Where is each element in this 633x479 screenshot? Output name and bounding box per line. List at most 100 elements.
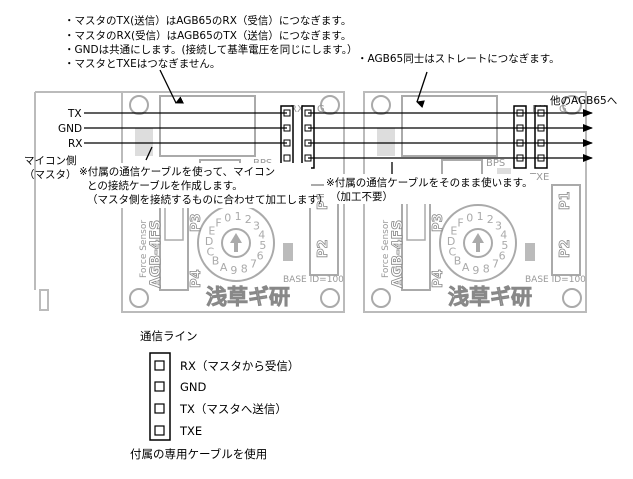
signal-label-rx: RX — [68, 138, 83, 150]
mount-hole — [320, 288, 340, 308]
cable-note-2: （加工不要） — [330, 191, 393, 203]
rotary-switch — [439, 204, 517, 282]
dial-digit: 2 — [487, 213, 494, 226]
port-p2: P2 — [316, 239, 331, 258]
pin-label-bps: BPS — [486, 158, 505, 169]
note-line: ・マスタとTXEはつなぎません。 — [64, 57, 220, 70]
pin-label-txe: TXE — [529, 172, 549, 183]
legend-pin — [154, 381, 165, 392]
dial-digit: C — [448, 245, 456, 258]
cable-note-1-bg — [77, 163, 311, 208]
port-p1: P1 — [558, 191, 573, 210]
dial-digit: 8 — [483, 263, 490, 276]
callout-arrow-right — [416, 71, 428, 109]
port-p3: P3 — [189, 213, 204, 232]
pad — [283, 243, 293, 261]
module-outline — [159, 95, 256, 157]
pin-label-g: G — [559, 104, 567, 115]
mount-hole — [562, 95, 582, 115]
legend-item-gnd: GND — [180, 380, 207, 394]
dial-digit: 2 — [245, 213, 252, 226]
pad — [525, 243, 535, 261]
dial-digit: 1 — [477, 210, 484, 223]
dial-digit: 6 — [257, 249, 264, 262]
dial-digit: 3 — [253, 220, 260, 233]
cable-note-1: との接続ケーブルを作成します。 — [87, 179, 243, 192]
dial-digit: A — [220, 261, 228, 274]
dial-digit: E — [450, 225, 457, 238]
legend-footer: 付属の専用ケーブルを使用 — [130, 447, 267, 461]
dial-digit: 4 — [258, 229, 265, 242]
header-board2-a — [513, 105, 527, 169]
dial-digit: 7 — [250, 258, 257, 271]
pad — [377, 128, 395, 156]
note-top-right: ・AGB65同士はストレートにつなぎます。 — [357, 52, 560, 65]
dial-digit: 7 — [492, 258, 499, 271]
sensor-model: AGB-4FS — [390, 220, 406, 288]
connector-headers — [280, 105, 548, 169]
legend-title: 通信ライン — [140, 329, 198, 343]
dial-digit: B — [212, 255, 220, 268]
callout-arrows — [145, 69, 428, 176]
legend-pin — [154, 425, 165, 436]
mount-hole — [371, 95, 391, 115]
dial-digit: A — [462, 261, 470, 274]
sensor-model: AGB-4FS — [148, 220, 164, 288]
legend-item-tx: TX（マスタへ送信） — [179, 402, 287, 416]
next-agb-label: 他のAGB65へ — [550, 94, 617, 107]
base-id-label: BASE ID=100 — [525, 275, 586, 285]
port-p2: P2 — [558, 239, 573, 258]
dial-digit: 1 — [235, 210, 242, 223]
module-outline — [401, 95, 498, 157]
dial-digit: 3 — [495, 220, 502, 233]
mount-hole — [320, 95, 340, 115]
legend-pin — [154, 403, 165, 414]
notes-top-left: ・マスタのTX(送信）はAGB65のRX（受信）につなぎます。 ・マスタのRX(… — [64, 14, 358, 70]
signal-label-gnd: GND — [58, 123, 82, 135]
dial-digit: 9 — [472, 264, 479, 277]
dial-digit: D — [447, 235, 455, 248]
dial-digit: 6 — [499, 249, 506, 262]
dial-digit: 5 — [501, 239, 508, 252]
connector-p1-p2 — [551, 184, 581, 276]
arrow-up-icon — [230, 233, 242, 252]
dial-digit: D — [205, 235, 213, 248]
rotary-switch-knob — [463, 228, 493, 258]
port-p4: P4 — [189, 269, 204, 288]
dial-digit: 4 — [500, 229, 507, 242]
note-line: ・マスタのTX(送信）はAGB65のRX（受信）につなぎます。 — [64, 14, 351, 27]
legend-header — [149, 352, 171, 441]
callout-line-cable1 — [145, 146, 153, 161]
master-side-label: マイコン側 — [24, 154, 77, 167]
signal-label-tx: TX — [67, 108, 82, 120]
note-line: ・GNDは共通にします。(接続して基準電圧を同じにします。） — [64, 43, 358, 56]
dial-digit: F — [457, 217, 463, 230]
cable-note-1: ※付属の通信ケーブルを使って、マイコン — [79, 165, 275, 178]
dial-digit: 0 — [466, 211, 473, 224]
board-logo: 浅草ギ研 — [448, 285, 532, 309]
dial-digit: B — [454, 255, 462, 268]
dial-digit: 0 — [224, 211, 231, 224]
mount-hole — [562, 288, 582, 308]
cable-note-2-bg — [324, 174, 534, 204]
legend-pin — [154, 360, 165, 371]
pin-label-rx: RX — [290, 104, 304, 115]
legend-item-txe: TXE — [179, 424, 202, 438]
sensor-type: Force Sensor — [381, 220, 391, 278]
cable-note-2: ※付属の通信ケーブルをそのまま使います。 — [326, 176, 533, 189]
master-side-sublabel: （マスタ） — [24, 169, 77, 181]
sensor-type: Force Sensor — [139, 220, 149, 278]
pin-label-g: G — [317, 104, 325, 115]
base-id-label: BASE ID=100 — [283, 275, 344, 285]
dial-digit: 5 — [259, 239, 266, 252]
legend: 通信ライン RX（マスタから受信） GND TX（マスタへ送信） TXE 付属の… — [130, 329, 299, 461]
dial-digit: 8 — [241, 263, 248, 276]
board-logo: 浅草ギ研 — [206, 285, 290, 309]
port-p3: P3 — [431, 213, 446, 232]
arrow-up-icon — [472, 233, 484, 252]
port-p4: P4 — [431, 269, 446, 288]
dial-digit: 9 — [230, 264, 237, 277]
cable-note-1: （マスタ側を接続するものに合わせて加工します） — [87, 193, 329, 206]
dial-digit: F — [215, 217, 221, 230]
